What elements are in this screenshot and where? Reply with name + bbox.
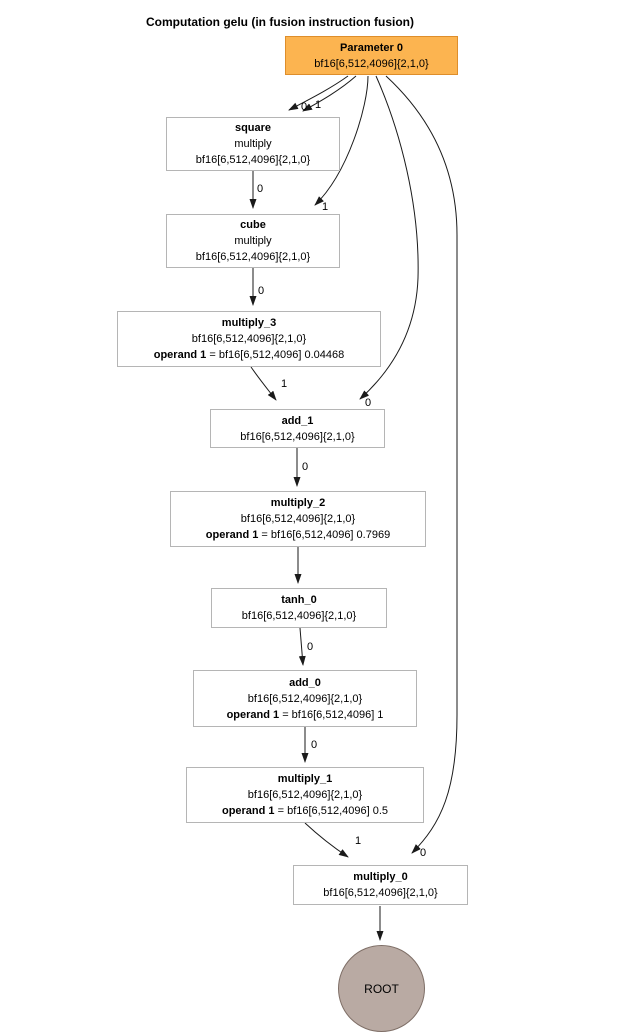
edge-multiply3-add1 xyxy=(250,366,277,401)
edge-label: 1 xyxy=(355,835,362,847)
node-multiply3-shape: bf16[6,512,4096]{2,1,0} xyxy=(191,333,307,345)
node-root: ROOT xyxy=(338,945,425,1032)
edge-param-square-1 xyxy=(302,75,357,112)
node-root-label: ROOT xyxy=(364,981,399,996)
node-cube-shape: bf16[6,512,4096]{2,1,0} xyxy=(195,251,311,263)
operand-label: operand 1 xyxy=(221,805,275,817)
node-add1-shape: bf16[6,512,4096]{2,1,0} xyxy=(240,430,355,443)
node-add0-shape: bf16[6,512,4096]{2,1,0} xyxy=(247,692,363,705)
node-multiply3: multiply_3 bf16[6,512,4096]{2,1,0} opera… xyxy=(117,311,381,367)
edge-label: 0 xyxy=(311,739,318,751)
node-multiply2-title: multiply_2 xyxy=(270,497,326,509)
node-multiply1-operand: operand 1 = bf16[6,512,4096] 0.5 xyxy=(222,803,388,819)
operand-value: = bf16[6,512,4096] 0.04468 xyxy=(206,349,345,361)
node-multiply1: multiply_1 bf16[6,512,4096]{2,1,0} opera… xyxy=(186,767,424,823)
node-multiply1-title: multiply_1 xyxy=(277,773,333,785)
node-multiply3-operand: operand 1 = bf16[6,512,4096] 0.04468 xyxy=(154,347,345,363)
node-tanh0: tanh_0 bf16[6,512,4096]{2,1,0} xyxy=(211,588,387,628)
edge-label: 0 xyxy=(307,641,314,653)
node-tanh0-shape: bf16[6,512,4096]{2,1,0} xyxy=(241,610,357,622)
node-square-shape: bf16[6,512,4096]{2,1,0} xyxy=(195,154,311,166)
operand-label: operand 1 xyxy=(153,349,207,361)
node-cube-title: cube xyxy=(240,219,266,231)
edge-label: 0 xyxy=(301,101,308,113)
node-multiply2: multiply_2 bf16[6,512,4096]{2,1,0} opera… xyxy=(170,491,426,547)
edge-label: 0 xyxy=(365,397,372,409)
edge-param-multiply0 xyxy=(385,75,458,854)
node-multiply0: multiply_0 bf16[6,512,4096]{2,1,0} xyxy=(293,865,468,905)
node-multiply0-title: multiply_0 xyxy=(353,871,408,883)
edge-label: 1 xyxy=(322,201,329,213)
node-multiply2-operand: operand 1 = bf16[6,512,4096] 0.7969 xyxy=(206,527,390,543)
node-multiply0-shape: bf16[6,512,4096]{2,1,0} xyxy=(323,887,438,899)
edge-label: 0 xyxy=(302,461,309,473)
edge-label: 0 xyxy=(420,847,427,859)
node-parameter0-shape: bf16[6,512,4096]{2,1,0} xyxy=(314,57,429,70)
node-multiply1-shape: bf16[6,512,4096]{2,1,0} xyxy=(247,789,363,801)
edge-multiply1-multiply0 xyxy=(304,822,349,858)
node-multiply3-title: multiply_3 xyxy=(221,317,277,329)
operand-value: = bf16[6,512,4096] 0.5 xyxy=(274,805,389,817)
edge-label: 0 xyxy=(257,183,264,195)
node-add0-title: add_0 xyxy=(289,676,321,689)
node-multiply2-shape: bf16[6,512,4096]{2,1,0} xyxy=(240,513,356,525)
node-tanh0-title: tanh_0 xyxy=(281,594,317,606)
node-add0: add_0 bf16[6,512,4096]{2,1,0} operand 1 … xyxy=(193,670,417,727)
edge-label: 0 xyxy=(258,285,265,297)
edge-label: 1 xyxy=(281,378,288,390)
operand-value: = bf16[6,512,4096] 1 xyxy=(279,708,384,721)
node-cube-op: multiply xyxy=(234,235,272,247)
node-cube: cube multiply bf16[6,512,4096]{2,1,0} xyxy=(166,214,340,268)
operand-value: = bf16[6,512,4096] 0.7969 xyxy=(258,529,391,541)
node-add1: add_1 bf16[6,512,4096]{2,1,0} xyxy=(210,409,385,448)
node-parameter0: Parameter 0 bf16[6,512,4096]{2,1,0} xyxy=(285,36,458,75)
node-add0-operand: operand 1 = bf16[6,512,4096] 1 xyxy=(227,707,384,723)
node-square-title: square xyxy=(234,122,272,134)
node-square-op: multiply xyxy=(234,138,272,150)
edge-label: 1 xyxy=(315,99,322,111)
graph-title: Computation gelu (in fusion instruction … xyxy=(146,15,414,29)
edge-tanh0-add0 xyxy=(298,627,306,666)
operand-label: operand 1 xyxy=(205,529,259,541)
operand-label: operand 1 xyxy=(226,708,280,721)
node-square: square multiply bf16[6,512,4096]{2,1,0} xyxy=(166,117,340,171)
node-parameter0-title: Parameter 0 xyxy=(340,41,403,54)
node-add1-title: add_1 xyxy=(281,414,314,427)
